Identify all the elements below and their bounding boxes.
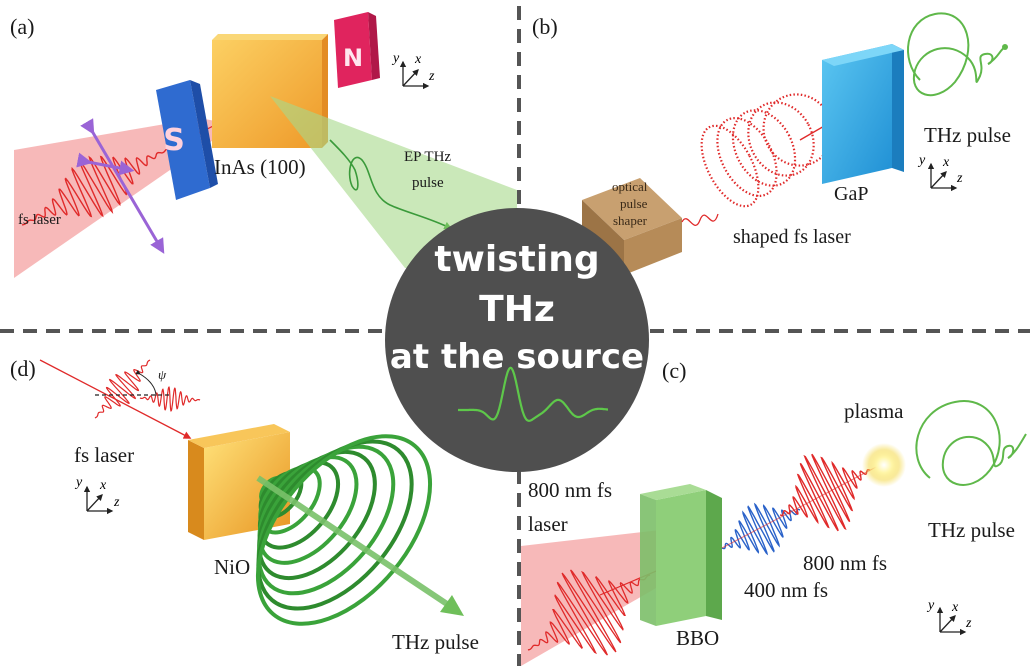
pulse-800nm — [779, 453, 871, 532]
shaper-label-2: pulse — [620, 196, 648, 211]
center-title-line3: at the source — [389, 337, 645, 377]
axis-z-d: z — [113, 495, 120, 510]
axis-x-a: x — [414, 52, 422, 67]
bbo-label: BBO — [676, 626, 720, 650]
input-laser-label-1: 800 nm fs — [528, 478, 612, 502]
panel-c-tag: (c) — [662, 358, 687, 383]
thz-axis-d — [256, 475, 452, 609]
shaper-label-1: optical — [612, 179, 648, 194]
thz-spiral-b — [907, 12, 1005, 97]
panel-dividers — [0, 6, 1030, 666]
fs-laser-label-a: fs laser — [18, 212, 61, 228]
thz-pulse-label-c: THz pulse — [928, 518, 1015, 542]
fs-laser-pulse-d1 — [94, 359, 151, 419]
label-400nm: 400 nm fs — [744, 578, 828, 602]
shaper-output-wave — [681, 213, 719, 227]
svg-text:S: S — [163, 123, 185, 158]
axis-z-a: z — [428, 69, 435, 84]
north-magnet: N — [334, 12, 380, 88]
input-laser-label-2: laser — [528, 512, 568, 536]
ep-thz-wave — [329, 139, 453, 230]
helix-loop — [700, 124, 760, 208]
gap-crystal — [822, 44, 904, 184]
shaper-label-3: shaper — [613, 213, 647, 228]
input-pulse-c — [527, 569, 651, 656]
helix-loop — [747, 101, 815, 177]
panel-b-tag: (b) — [532, 14, 558, 39]
axes-d — [83, 485, 114, 515]
center-title-line2: THz — [479, 289, 555, 330]
ep-thz-label-1: EP THz — [404, 149, 452, 165]
axis-z-b: z — [956, 171, 963, 186]
fs-laser-label-d: fs laser — [74, 443, 135, 467]
center-badge — [385, 208, 649, 472]
panel-b: y x z — [582, 12, 1008, 275]
axis-x-d: x — [99, 478, 107, 493]
panel-c: y x z — [521, 400, 1027, 666]
axes-c — [936, 606, 967, 636]
axis-y-b: y — [917, 153, 926, 168]
fs-laser-pulse-d2 — [139, 386, 201, 412]
angle-psi-label: ψ — [158, 367, 167, 382]
axes-b — [927, 162, 958, 192]
shaped-laser-label: shaped fs laser — [733, 226, 851, 248]
ep-thz-label-2: pulse — [412, 175, 444, 191]
center-title-line1: twisting — [434, 239, 600, 280]
axis-y-c: y — [926, 598, 935, 613]
plasma-glow — [862, 443, 906, 487]
axis-x-b: x — [942, 155, 950, 170]
svg-text:N: N — [343, 44, 363, 72]
panel-a-tag: (a) — [10, 14, 35, 39]
axes-a — [399, 60, 430, 90]
axis-y-a: y — [391, 51, 400, 66]
helix-loop — [716, 117, 778, 197]
panel-d: y x z — [39, 359, 464, 626]
bbo-crystal — [640, 484, 722, 626]
panel-d-tag: (d) — [10, 356, 36, 381]
thz-spiral-c — [915, 400, 1027, 486]
axis-y-d: y — [74, 475, 83, 490]
helix-loop — [731, 109, 797, 187]
pulse-400nm — [721, 502, 801, 556]
gap-label: GaP — [834, 183, 869, 205]
axis-x-c: x — [951, 600, 959, 615]
thz-pulse-label-b: THz pulse — [924, 123, 1011, 147]
plasma-label: plasma — [844, 399, 904, 423]
center-thz-wave — [458, 366, 608, 422]
nio-label: NiO — [214, 555, 251, 579]
thz-pulse-label-d: THz pulse — [392, 630, 479, 654]
label-800nm: 800 nm fs — [803, 551, 887, 575]
axis-z-c: z — [965, 616, 972, 631]
south-magnet: S — [156, 80, 218, 200]
shaped-fs-laser-helix — [700, 93, 834, 208]
inas-label: InAs (100) — [214, 155, 306, 179]
